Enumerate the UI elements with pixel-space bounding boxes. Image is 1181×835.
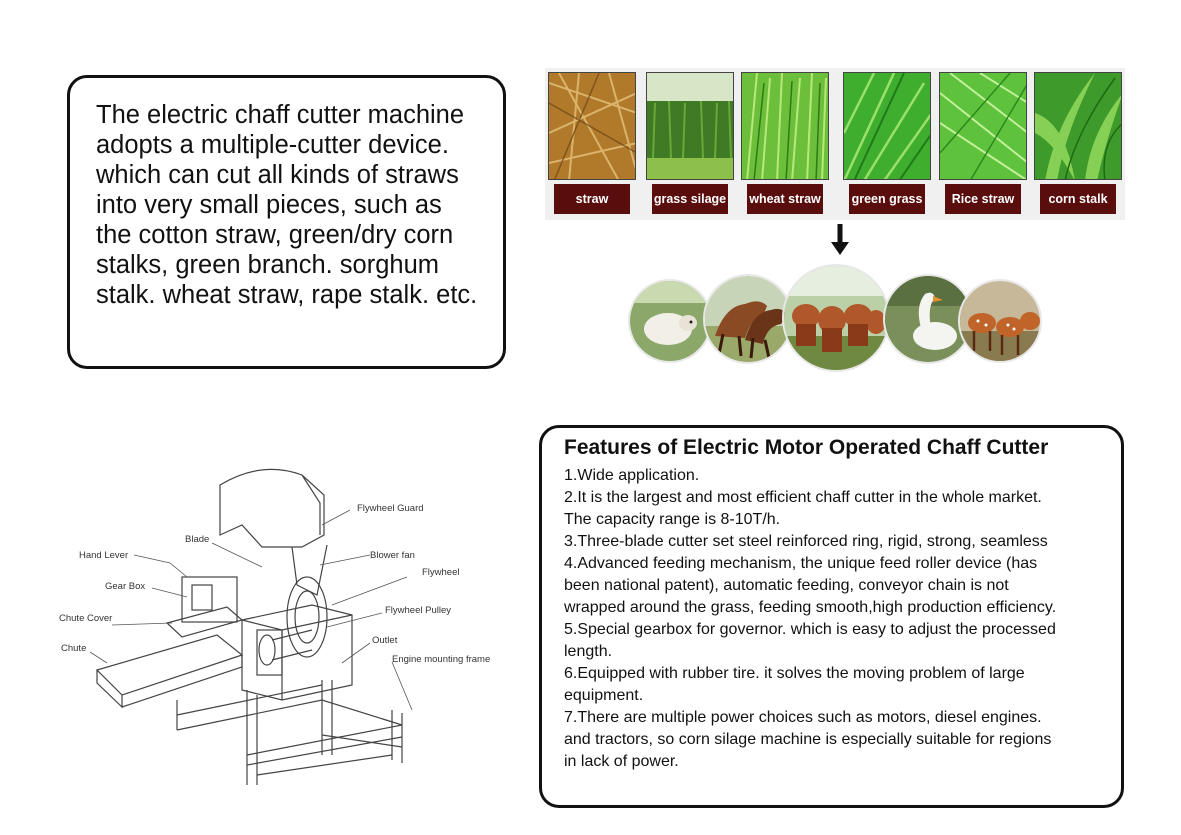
- feature-line: 2.It is the largest and most efficient c…: [564, 489, 1042, 506]
- feature-line: 7.There are multiple power choices such …: [564, 709, 1042, 726]
- label-flywheel-guard: Flywheel Guard: [357, 503, 424, 514]
- crop-tile-green-grass: green grass: [843, 72, 931, 214]
- crop-tile-rice-straw: Rice straw: [939, 72, 1027, 214]
- crop-label: Rice straw: [945, 184, 1021, 214]
- goose-photo: [883, 274, 973, 364]
- deer-photo: [958, 279, 1042, 363]
- crop-tile-corn-stalk: corn stalk: [1034, 72, 1122, 214]
- crop-tile-grass-silage: grass silage: [646, 72, 734, 214]
- chaff-cutter-diagram: Flywheel Guard Blade Hand Lever Blower f…: [59, 468, 490, 785]
- crop-photo: [1034, 72, 1122, 180]
- feature-line: length.: [564, 643, 613, 660]
- feature-line: 5.Special gearbox for governor. which is…: [564, 621, 1056, 638]
- crop-label: grass silage: [652, 184, 728, 214]
- sheep-photo: [628, 279, 712, 363]
- feature-line: wrapped around the grass, feeding smooth…: [564, 599, 1057, 616]
- intro-text: The electric chaff cutter machine adopts…: [96, 101, 478, 309]
- label-gear-box: Gear Box: [105, 581, 145, 592]
- feature-line: The capacity range is 8-10T/h.: [564, 511, 781, 528]
- crop-photo: [548, 72, 636, 180]
- features-box: Features of Electric Motor Operated Chaf…: [539, 425, 1124, 808]
- crop-photo: [646, 72, 734, 180]
- feature-line: 6.Equipped with rubber tire. it solves t…: [564, 665, 1025, 682]
- features-title: Features of Electric Motor Operated Chaf…: [564, 436, 1049, 459]
- crop-strip: straw grass silage: [545, 68, 1125, 220]
- intro-box: The electric chaff cutter machine adopts…: [67, 75, 506, 369]
- feature-line: been national patent), automatic feeding…: [564, 577, 1009, 594]
- crop-label: wheat straw: [747, 184, 823, 214]
- label-chute-cover: Chute Cover: [59, 613, 112, 624]
- label-flywheel-pulley: Flywheel Pulley: [385, 605, 451, 616]
- label-flywheel: Flywheel: [422, 567, 460, 578]
- crop-label: corn stalk: [1040, 184, 1116, 214]
- crop-photo: [741, 72, 829, 180]
- label-blade: Blade: [185, 534, 209, 545]
- label-engine-mounting-frame: Engine mounting frame: [392, 654, 490, 665]
- feature-line: 3.Three-blade cutter set steel reinforce…: [564, 533, 1048, 550]
- down-arrow-icon: [831, 224, 849, 255]
- label-blower-fan: Blower fan: [370, 550, 415, 561]
- cattle-photo: [782, 264, 890, 372]
- crop-photo: [939, 72, 1027, 180]
- horses-photo: [703, 274, 793, 364]
- label-chute: Chute: [61, 643, 86, 654]
- feature-line: 1.Wide application.: [564, 467, 700, 484]
- feature-line: and tractors, so corn silage machine is …: [564, 731, 1052, 748]
- label-outlet: Outlet: [372, 635, 398, 646]
- feature-line: equipment.: [564, 687, 644, 704]
- crop-tile-straw: straw: [548, 72, 636, 214]
- crop-label: green grass: [849, 184, 925, 214]
- feature-line: in lack of power.: [564, 753, 679, 770]
- feature-line: 4.Advanced feeding mechanism, the unique…: [564, 555, 1038, 572]
- label-hand-lever: Hand Lever: [79, 550, 128, 561]
- crop-tile-wheat-straw: wheat straw: [741, 72, 829, 214]
- crop-label: straw: [554, 184, 630, 214]
- crop-photo: [843, 72, 931, 180]
